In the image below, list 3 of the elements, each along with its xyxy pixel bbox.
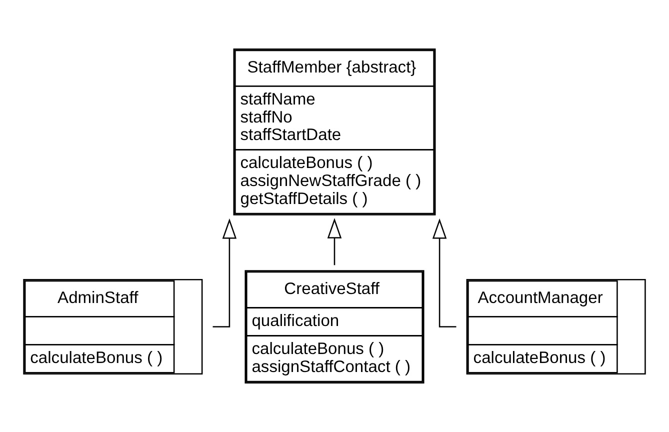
arrow xyxy=(432,218,456,328)
arrow xyxy=(327,218,342,266)
arrow xyxy=(212,218,237,328)
